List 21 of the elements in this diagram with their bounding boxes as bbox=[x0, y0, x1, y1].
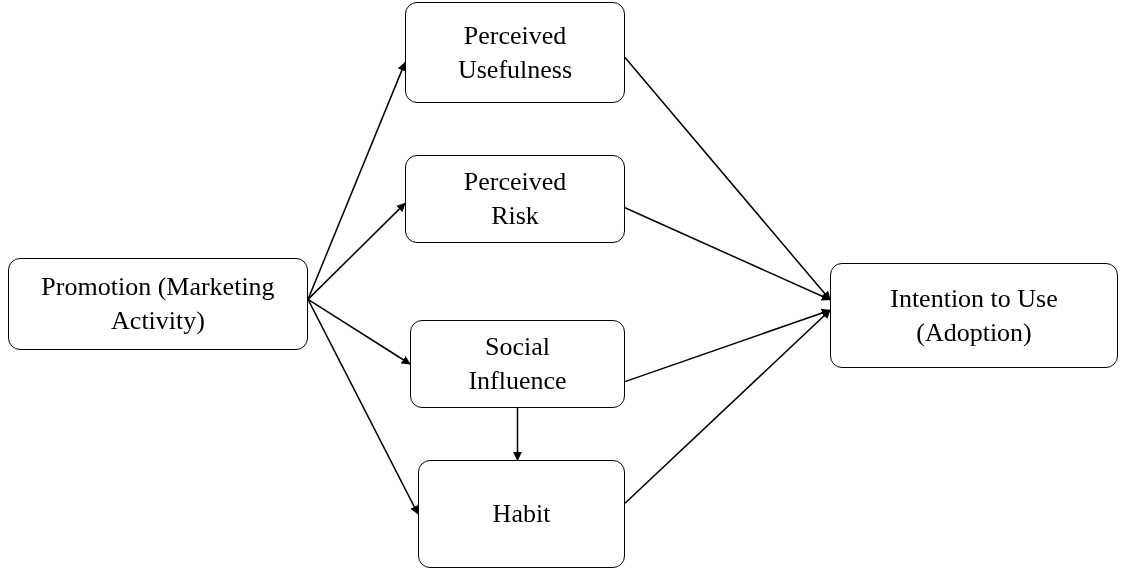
arrow bbox=[307, 298, 419, 515]
arrow bbox=[307, 202, 406, 301]
process-box bbox=[8, 258, 308, 350]
box-label: Perceived Usefulness bbox=[456, 19, 574, 86]
process-box bbox=[410, 320, 625, 408]
arrow bbox=[513, 407, 522, 461]
box-label: Intention to Use (Adoption) bbox=[889, 282, 1059, 349]
process-box bbox=[418, 460, 625, 568]
arrow bbox=[307, 61, 407, 301]
arrow bbox=[307, 298, 411, 365]
process-box bbox=[405, 2, 625, 103]
arrow bbox=[624, 308, 831, 383]
box-label: Perceived Risk bbox=[463, 166, 567, 232]
box-label: Habit bbox=[492, 498, 551, 530]
arrow bbox=[624, 309, 831, 504]
arrow bbox=[624, 207, 831, 301]
process-box bbox=[830, 263, 1118, 368]
box-label: Social Influence bbox=[467, 331, 568, 397]
box-label: Promotion (Marketing Activity) bbox=[40, 271, 276, 337]
process-box bbox=[405, 155, 625, 243]
arrow bbox=[624, 56, 831, 301]
